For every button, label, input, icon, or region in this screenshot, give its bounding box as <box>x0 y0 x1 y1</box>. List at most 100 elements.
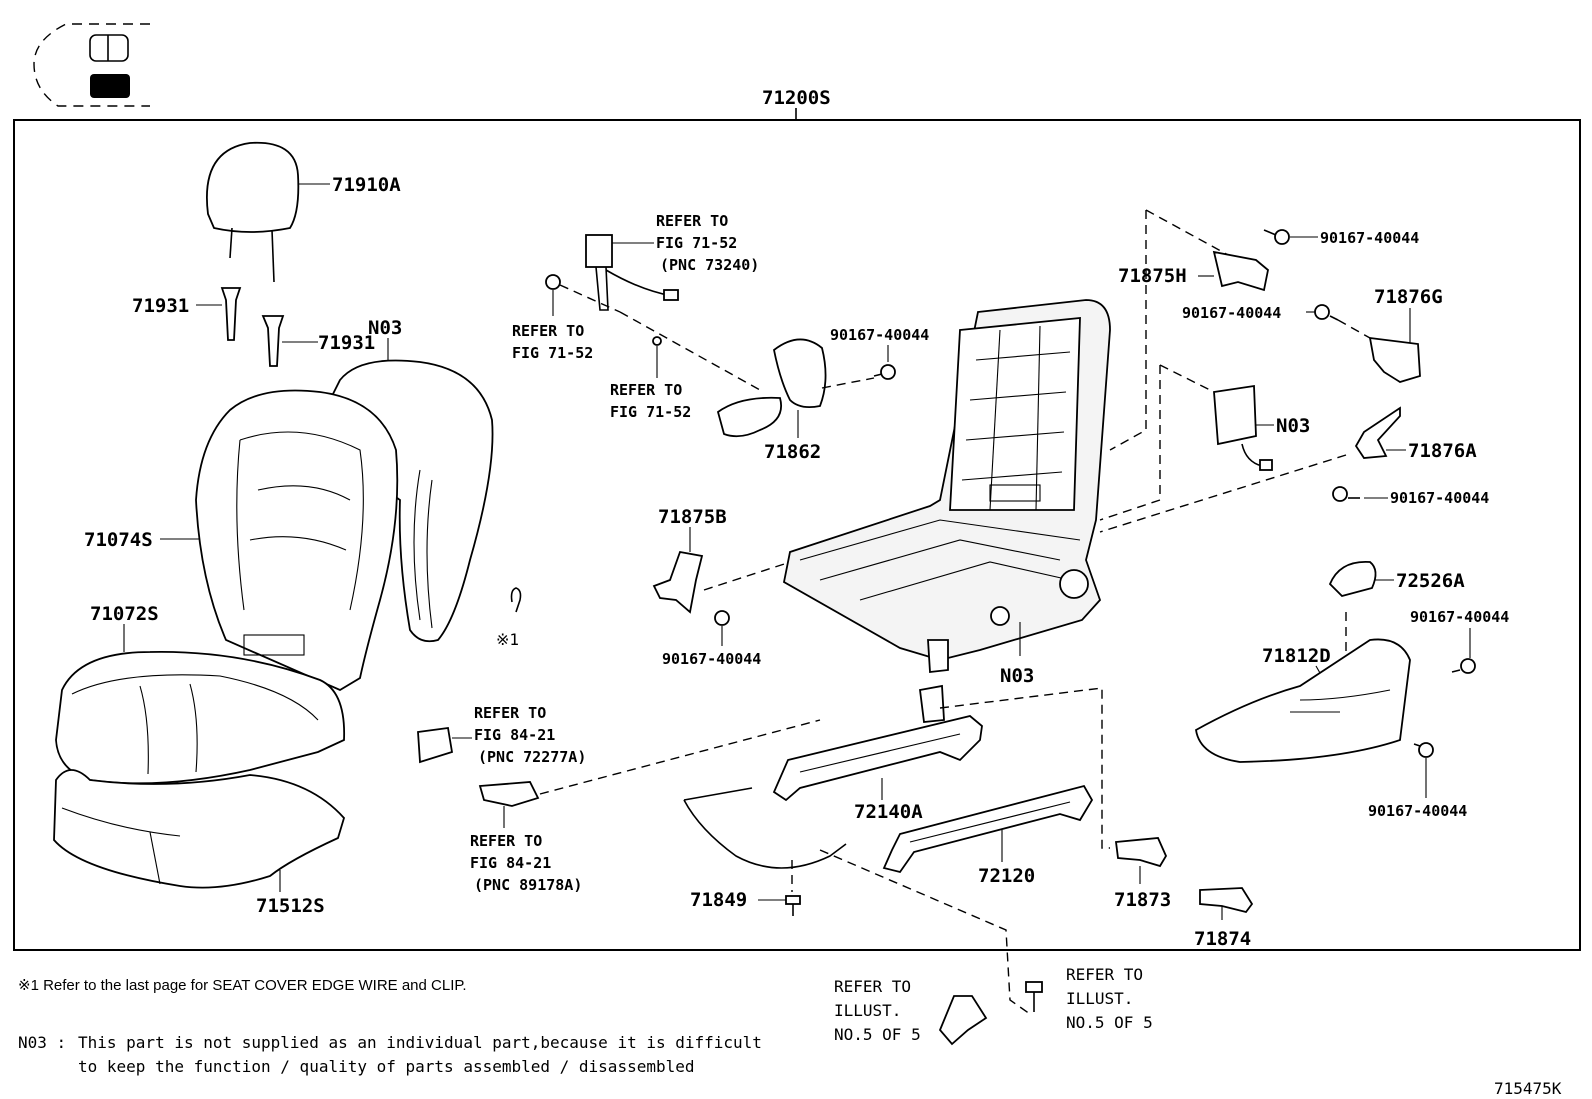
note-n03-line2: to keep the function / quality of parts … <box>78 1057 695 1076</box>
svg-text:REFER TO: REFER TO <box>1066 965 1143 984</box>
part-71862: 71862 <box>764 441 821 463</box>
part-71072s: 71072S <box>90 603 159 625</box>
screw-f-icon <box>1451 658 1476 674</box>
washer-icon <box>652 336 662 346</box>
svg-text:(PNC 89178A): (PNC 89178A) <box>474 876 582 894</box>
part-n03-seatback-pad: N03 <box>368 317 402 339</box>
part-71074s: 71074S <box>84 529 153 551</box>
figure-code: 715475K <box>1494 1079 1562 1098</box>
ref-illust-b: REFER TO ILLUST. NO.5 OF 5 <box>1066 965 1153 1032</box>
cover-71874 <box>1199 887 1254 914</box>
ref-anchor-left: REFER TO FIG 71-52 <box>512 322 593 362</box>
part-71910a: 71910A <box>332 174 401 196</box>
screw-e-icon <box>1332 486 1360 502</box>
part-90167-f: 90167-40044 <box>1410 608 1509 626</box>
part-71873: 71873 <box>1114 889 1171 911</box>
part-71875b: 71875B <box>658 506 727 528</box>
bolt-illust-icon <box>1025 981 1043 1012</box>
part-71875h: 71875H <box>1118 265 1187 287</box>
part-71931-left: 71931 <box>132 295 189 317</box>
svg-text:(PNC 72277A): (PNC 72277A) <box>478 748 586 766</box>
part-72140a: 72140A <box>854 801 923 823</box>
seat-track-72120 <box>882 784 1094 874</box>
part-71849: 71849 <box>690 889 747 911</box>
ref-illust-a: REFER TO ILLUST. NO.5 OF 5 <box>834 977 921 1044</box>
svg-text:FIG 71-52: FIG 71-52 <box>610 403 691 421</box>
svg-text:FIG 84-21: FIG 84-21 <box>474 726 555 744</box>
ref-switch-b: REFER TO FIG 84-21 (PNC 89178A) <box>470 832 582 894</box>
seatback-cover <box>195 389 399 692</box>
screw-d-icon <box>1314 304 1339 321</box>
svg-text:FIG 71-52: FIG 71-52 <box>512 344 593 362</box>
side-shield <box>1195 638 1411 763</box>
switch-connector-a <box>417 726 454 764</box>
adjuster-rod <box>683 787 847 869</box>
headrest <box>206 141 330 283</box>
note1-marker: ※1 <box>496 630 519 649</box>
svg-text:REFER TO: REFER TO <box>470 832 542 850</box>
svg-text:REFER TO: REFER TO <box>834 977 911 996</box>
headrest-guide-right <box>261 315 318 367</box>
note-edge-wire: ※1 Refer to the last page for SEAT COVER… <box>18 977 467 994</box>
part-90167-b: 90167-40044 <box>662 650 761 668</box>
svg-text:REFER TO: REFER TO <box>656 212 728 230</box>
seat-track-72140a <box>772 684 983 802</box>
part-71874: 71874 <box>1194 928 1251 950</box>
part-n03-airbag: N03 <box>1276 415 1310 437</box>
note-n03-line1: This part is not supplied as an individu… <box>78 1033 762 1052</box>
svg-text:NO.5 OF 5: NO.5 OF 5 <box>834 1025 921 1044</box>
part-90167-c: 90167-40044 <box>1320 229 1419 247</box>
seat-outline-icon <box>89 34 129 62</box>
part-71876g: 71876G <box>1374 286 1443 308</box>
belt-anchor-bolt-icon <box>545 274 561 290</box>
seat-belt-buckle <box>585 234 679 311</box>
recliner-knob <box>1328 561 1377 598</box>
part-90167-a: 90167-40044 <box>830 326 929 344</box>
svg-text:(PNC 73240): (PNC 73240) <box>660 256 759 274</box>
svg-text:REFER TO: REFER TO <box>610 381 682 399</box>
part-90167-d: 90167-40044 <box>1182 304 1281 322</box>
cover-71873 <box>1114 837 1168 868</box>
svg-text:NO.5 OF 5: NO.5 OF 5 <box>1066 1013 1153 1032</box>
bolt-71849-icon <box>785 895 801 916</box>
note-n03-prefix: N03 : <box>18 1033 66 1052</box>
ref-anchor-mid: REFER TO FIG 71-52 <box>610 381 691 421</box>
part-90167-e: 90167-40044 <box>1390 489 1489 507</box>
bracket-71876g <box>1368 336 1421 383</box>
part-71512s: 71512S <box>256 895 325 917</box>
screw-b-icon <box>714 610 730 626</box>
side-airbag <box>1213 384 1273 471</box>
bracket-71875h <box>1212 250 1269 292</box>
part-90167-g: 90167-40044 <box>1368 802 1467 820</box>
vehicle-seat-position-icon <box>33 23 150 107</box>
svg-text:REFER TO: REFER TO <box>512 322 584 340</box>
screw-c-icon <box>1263 229 1290 245</box>
headrest-guide-left <box>196 287 242 341</box>
seat-selected-icon <box>90 74 130 98</box>
cover-illust-icon <box>938 995 988 1046</box>
svg-text:ILLUST.: ILLUST. <box>834 1001 901 1020</box>
part-71812d: 71812D <box>1262 645 1331 667</box>
edge-wire-clip <box>510 587 522 613</box>
switch-connector-b <box>478 781 540 807</box>
svg-text:FIG 71-52: FIG 71-52 <box>656 234 737 252</box>
seat-frame <box>782 299 1111 673</box>
svg-text:REFER TO: REFER TO <box>474 704 546 722</box>
seat-cushion-pad <box>53 769 346 889</box>
seat-side-cover <box>716 338 827 438</box>
ref-switch-a: REFER TO FIG 84-21 (PNC 72277A) <box>474 704 586 766</box>
bracket-71876a <box>1354 406 1401 459</box>
bracket-71875b <box>652 550 704 614</box>
part-71931-right: 71931 <box>318 332 375 354</box>
assembly-frame <box>13 119 1581 951</box>
svg-text:ILLUST.: ILLUST. <box>1066 989 1133 1008</box>
screw-a-icon <box>873 364 896 380</box>
assembly-label: 71200S <box>762 87 831 109</box>
screw-g-icon <box>1413 742 1434 758</box>
part-72120: 72120 <box>978 865 1035 887</box>
ref-belt: REFER TO FIG 71-52 (PNC 73240) <box>656 212 759 274</box>
part-n03-frame: N03 <box>1000 665 1034 687</box>
svg-text:FIG 84-21: FIG 84-21 <box>470 854 551 872</box>
part-71876a: 71876A <box>1408 440 1477 462</box>
